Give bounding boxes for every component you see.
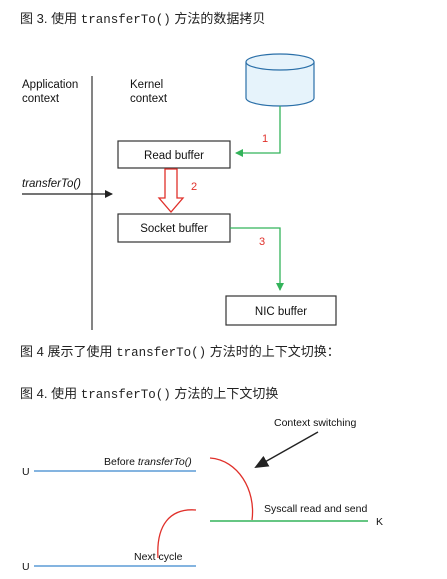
socket-buffer-label: Socket buffer — [140, 223, 208, 235]
diagram-context-switching: Context switching U Before transferTo() … — [22, 417, 383, 573]
kernel-mode-label: K — [376, 516, 383, 528]
switch-arc-to-kernel — [209, 457, 254, 521]
figure-3-caption: 图 3. 使用 transferTo() 方法的数据拷贝 — [20, 8, 265, 27]
paragraph-suffix: 方法时的上下文切换： — [206, 344, 340, 359]
caption-suffix: 方法的上下文切换 — [170, 386, 279, 401]
syscall-label: Syscall read and send — [264, 503, 367, 515]
nic-buffer-box — [225, 295, 337, 326]
context-switching-arrow — [254, 431, 319, 468]
paragraph-prefix: 图 4 展示了使用 — [20, 344, 117, 359]
user-mode-label-bottom: U — [22, 561, 30, 573]
caption-prefix: 图 4. 使用 — [20, 386, 81, 401]
disk-icon — [245, 53, 315, 107]
read-buffer-label: Read buffer — [144, 150, 204, 162]
kernel-context-label-line1: Kernel — [130, 79, 163, 91]
user-mode-label-top: U — [22, 466, 30, 478]
transfer-call-label: transferTo() — [22, 178, 81, 190]
arrow-read-to-socket-buffer — [157, 168, 185, 213]
caption-prefix: 图 3. 使用 — [20, 11, 81, 26]
next-cycle-label: Next cycle — [134, 551, 183, 563]
step-2-label: 2 — [191, 181, 197, 193]
paragraph-text: 图 4 展示了使用 transferTo() 方法时的上下文切换： — [20, 341, 340, 360]
nic-buffer-label: NIC buffer — [255, 306, 307, 318]
step-3-label: 3 — [259, 236, 265, 248]
caption-code: transferTo() — [80, 388, 171, 402]
app-context-label-line2: context — [22, 93, 60, 105]
read-buffer-box — [117, 140, 231, 169]
app-context-label-line1: Application — [22, 79, 78, 91]
caption-code: transferTo() — [80, 13, 171, 27]
paragraph-code: transferTo() — [116, 346, 207, 360]
arrow-socket-to-nic-buffer — [230, 227, 284, 291]
caption-suffix: 方法的数据拷贝 — [170, 11, 266, 26]
arrow-disk-to-read-buffer — [235, 106, 281, 157]
switch-arc-to-user — [157, 509, 197, 559]
diagram-data-copy: Application context Kernel context 1 Rea… — [22, 53, 337, 330]
context-switching-label: Context switching — [274, 417, 356, 429]
figure-4-caption: 图 4. 使用 transferTo() 方法的上下文切换 — [20, 383, 278, 402]
kernel-context-label-line2: context — [130, 93, 168, 105]
before-transfer-label: Before transferTo() — [104, 456, 192, 468]
step-1-label: 1 — [262, 133, 268, 145]
